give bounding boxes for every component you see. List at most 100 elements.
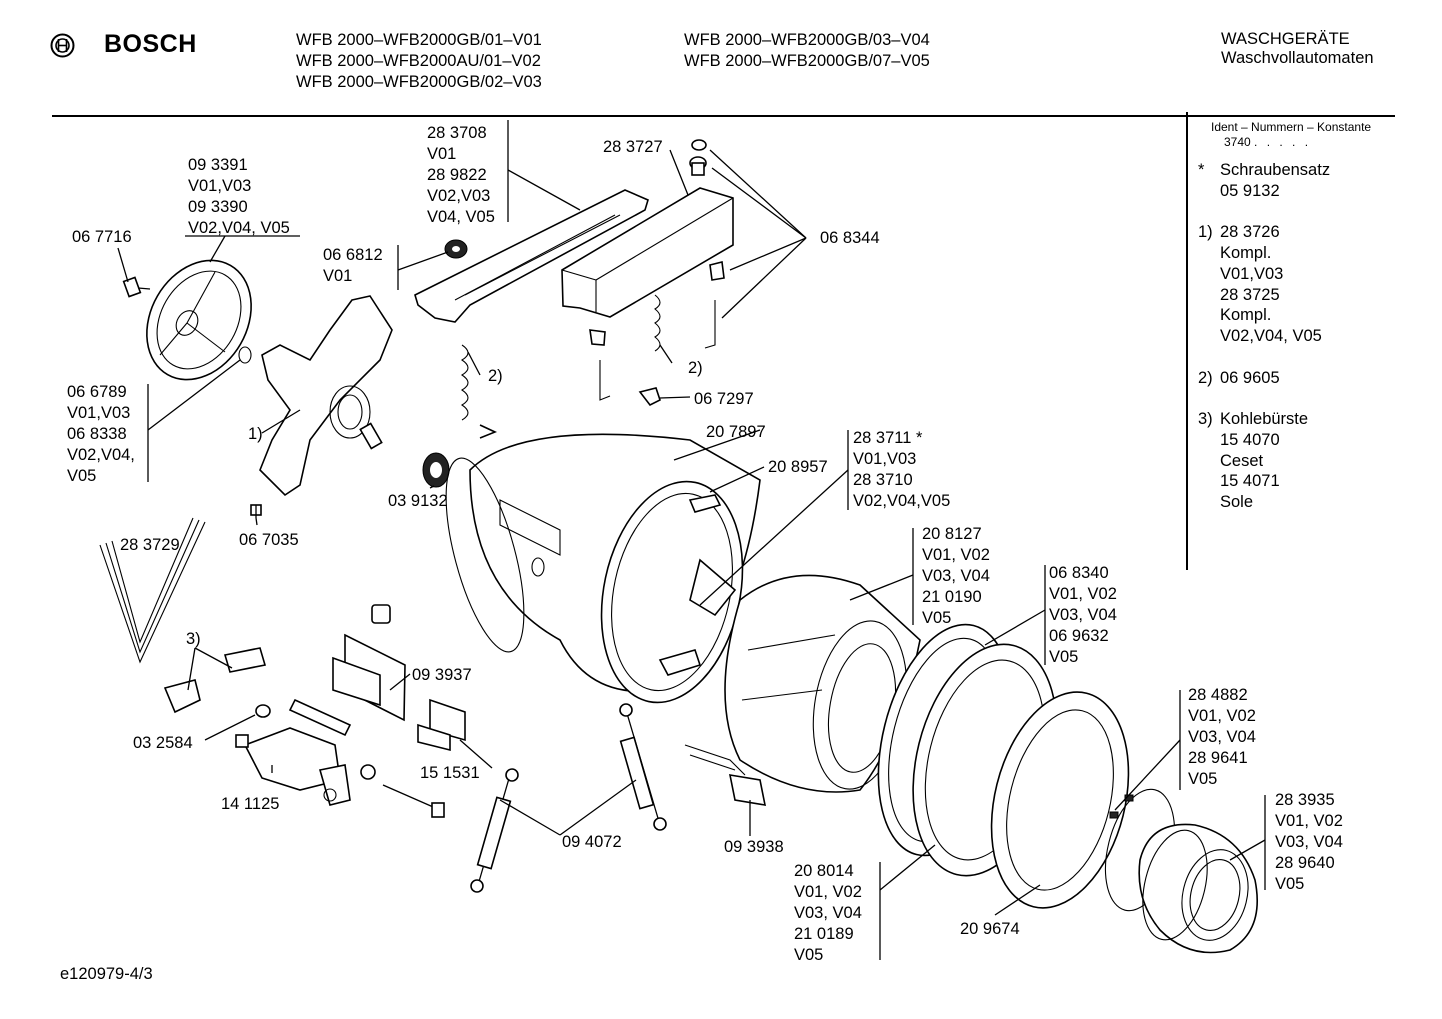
label-039132: 03 9132 <box>388 492 448 510</box>
label-094072: 09 4072 <box>562 833 622 851</box>
note-line: Ceset <box>1220 451 1264 470</box>
drawing-code: e120979-4/3 <box>60 965 153 983</box>
brand-name: BOSCH <box>104 30 197 58</box>
label-line: 2) <box>488 367 503 385</box>
label-line: 03 9132 <box>388 492 448 510</box>
label-line: V01, V02 <box>794 883 862 901</box>
label-line: 06 8340 <box>1049 564 1109 582</box>
ident-value: 3740 . . . . . <box>1211 135 1371 150</box>
label-line: 28 3711 * <box>853 429 923 447</box>
label-line: V05 <box>1275 875 1304 893</box>
label-line: 09 4072 <box>562 833 622 851</box>
label-093937: 09 3937 <box>412 666 472 684</box>
label-line: 28 3729 <box>120 536 180 554</box>
label-line: 06 7716 <box>72 228 132 246</box>
label-note-1: 1) <box>248 425 263 443</box>
note-2: 2) 06 9605 <box>1198 368 1330 389</box>
model-line: WFB 2000–WFB2000GB/02–V03 <box>296 73 542 91</box>
label-line: 06 6812 <box>323 246 383 264</box>
drive-belt <box>99 517 206 664</box>
label-line: 20 8014 <box>794 862 854 880</box>
label-line: V01,V03 <box>188 177 251 195</box>
label-line: V05 <box>922 609 951 627</box>
label-line: 28 9641 <box>1188 749 1248 767</box>
connector-holder <box>417 698 466 752</box>
model-line: WFB 2000–WFB2000GB/07–V05 <box>684 52 930 70</box>
model-line: WFB 2000–WFB2000AU/01–V02 <box>296 52 541 70</box>
label-093938: 09 3938 <box>724 838 784 856</box>
label-067716: 06 7716 <box>72 228 132 246</box>
ident-title: Ident – Nummern – Konstante <box>1211 120 1372 134</box>
bearing-seal <box>422 452 450 488</box>
heater-element <box>684 744 767 806</box>
label-208014: 20 8014 V01, V02 V03, V04 21 0189 V05 <box>794 862 862 964</box>
label-line: 28 3710 <box>853 471 913 489</box>
label-note-2b: 2) <box>688 359 703 377</box>
motor-bolt <box>255 704 271 718</box>
ident-code: 3740 <box>1224 135 1251 149</box>
label-066812: 06 6812 V01 <box>323 246 383 285</box>
label-line: 21 0190 <box>922 588 982 606</box>
label-283711: 28 3711 * V01,V03 28 3710 V02,V04,V05 <box>853 429 950 510</box>
note-line: 05 9132 <box>1220 181 1280 200</box>
label-line: V01, V02 <box>1188 707 1256 725</box>
label-207897: 20 7897 <box>706 423 766 441</box>
label-067035: 06 7035 <box>239 531 299 549</box>
door-boot-gasket <box>1138 823 1258 954</box>
header-divider <box>52 115 1395 117</box>
label-284882: 28 4882 V01, V02 V03, V04 28 9641 V05 <box>1188 686 1256 788</box>
label-067297: 06 7297 <box>694 390 754 408</box>
label-208957: 20 8957 <box>768 458 828 476</box>
label-line: 06 6789 <box>67 383 127 401</box>
category-line: Waschvollautomaten <box>1221 49 1374 67</box>
counterweight-block <box>561 187 734 318</box>
label-line: 20 8957 <box>768 458 828 476</box>
sidebar-divider <box>1186 112 1188 570</box>
cable-strip <box>288 698 352 737</box>
label-line: 3) <box>186 630 201 648</box>
spider-screw <box>250 504 262 518</box>
label-line: 28 9640 <box>1275 854 1335 872</box>
note-3: 3) Kohlebürste 15 4070 Ceset 15 4071 Sol… <box>1198 409 1330 513</box>
category-title: WASCHGERÄTE Waschvollautomaten <box>1221 30 1374 68</box>
label-line: 06 7297 <box>694 390 754 408</box>
label-line: V01, V02 <box>1275 812 1343 830</box>
label-line: 2) <box>688 359 703 377</box>
note-line: V02,V04, V05 <box>1220 326 1322 345</box>
rubber-grommet <box>444 239 468 259</box>
label-line: V01,V03 <box>67 404 130 422</box>
counterweight-bar-top <box>414 189 649 323</box>
tub-clamp <box>658 494 737 676</box>
label-line: 09 3937 <box>412 666 472 684</box>
category-line: WASCHGERÄTE <box>1221 30 1350 48</box>
label-068340: 06 8340 V01, V02 V03, V04 06 9632 V05 <box>1049 564 1117 666</box>
circlip <box>238 346 252 364</box>
label-151531: 15 1531 <box>420 764 480 782</box>
label-line: V05 <box>794 946 823 964</box>
label-line: 14 1125 <box>221 795 279 813</box>
note-line: Schraubensatz <box>1220 161 1331 179</box>
label-note-3: 3) <box>186 630 201 648</box>
label-line: 06 9632 <box>1049 627 1109 645</box>
label-line: 20 9674 <box>960 920 1020 938</box>
note-mark: 1) <box>1198 223 1213 242</box>
front-panel-ring <box>990 691 1130 909</box>
label-141125: 14 1125 <box>221 795 279 813</box>
model-line: WFB 2000–WFB2000GB/03–V04 <box>684 31 930 49</box>
label-line: V03, V04 <box>922 567 990 585</box>
label-line: V03, V04 <box>1188 728 1256 746</box>
model-list-right: WFB 2000–WFB2000GB/03–V04 WFB 2000–WFB20… <box>684 30 930 72</box>
note-mark: 3) <box>1198 410 1213 429</box>
drum-spider-bracket <box>259 295 393 497</box>
label-line: V01, V02 <box>1049 585 1117 603</box>
label-283935: 28 3935 V01, V02 V03, V04 28 9640 V05 <box>1275 791 1343 893</box>
label-line: V03, V04 <box>794 904 862 922</box>
label-line: 28 4882 <box>1188 686 1248 704</box>
note-1: 1) 28 3726 Kompl. V01,V03 28 3725 Kompl.… <box>1198 222 1330 346</box>
label-line: 20 8127 <box>922 525 982 543</box>
label-line: 03 2584 <box>133 734 193 752</box>
note-line: Kohlebürste <box>1220 410 1309 429</box>
note-line: Kompl. <box>1220 306 1272 325</box>
label-line: 06 8338 <box>67 425 127 443</box>
label-note-2a: 2) <box>488 367 503 385</box>
